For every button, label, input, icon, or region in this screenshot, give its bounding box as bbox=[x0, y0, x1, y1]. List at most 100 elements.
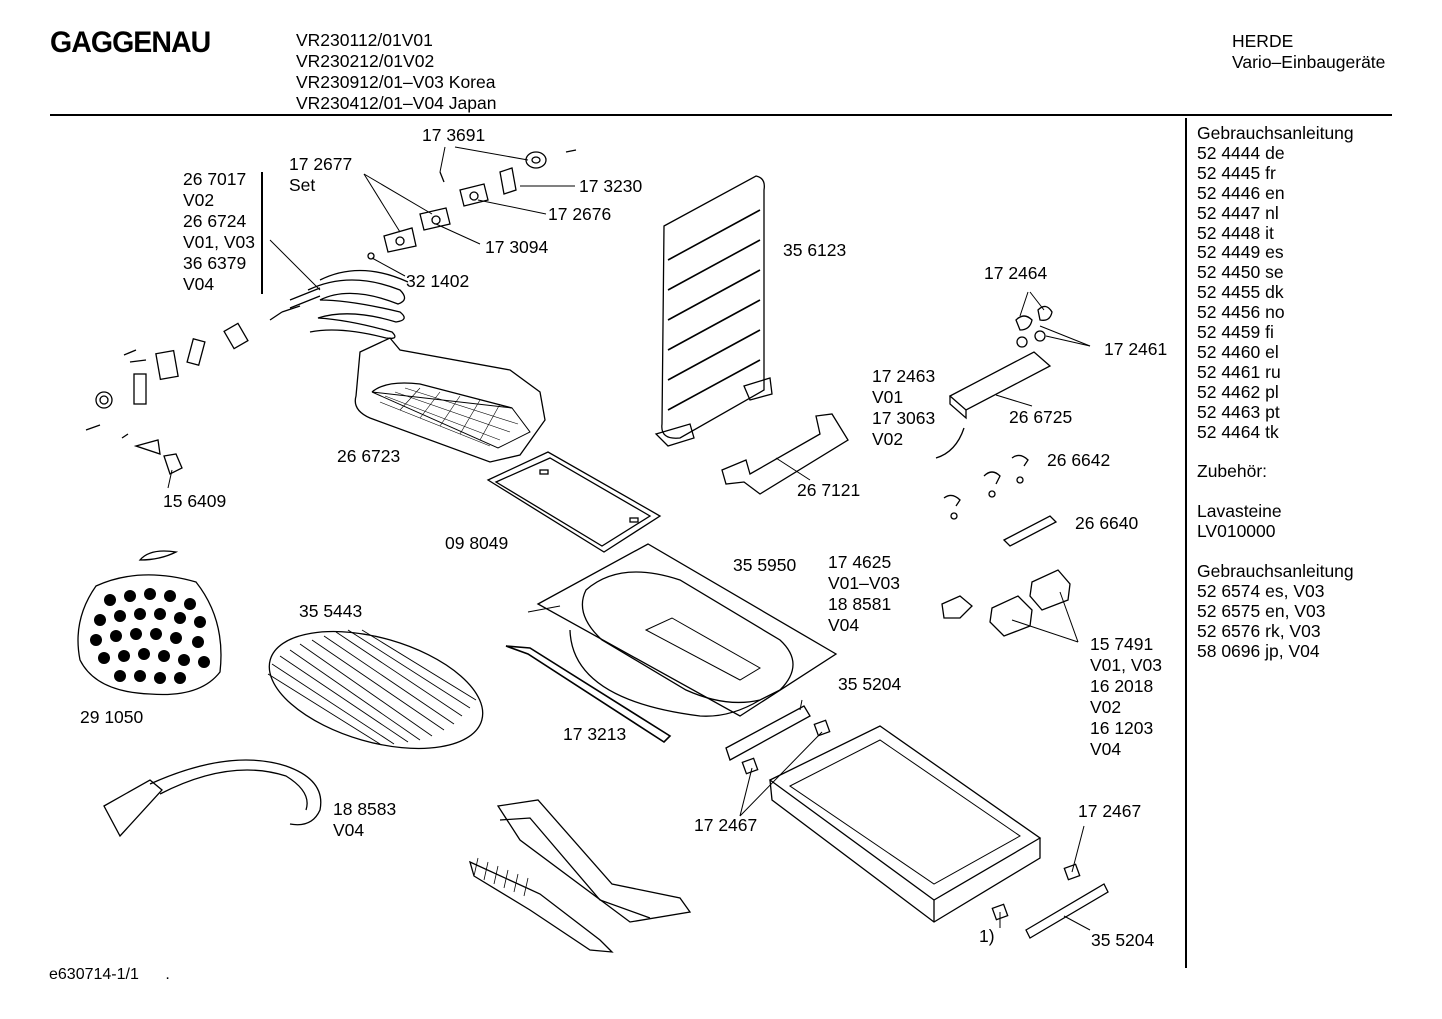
part-188581: 18 8581 bbox=[828, 594, 892, 614]
manual-list-item: 52 4450 se bbox=[1197, 262, 1284, 283]
oven-grate bbox=[654, 175, 773, 447]
variant-v04-relay: V04 bbox=[828, 615, 860, 635]
part-161203: 16 1203 bbox=[1090, 718, 1154, 738]
part-356123: 35 6123 bbox=[783, 240, 847, 260]
part-172677: 17 2677 bbox=[289, 154, 353, 174]
relay-units bbox=[941, 569, 1071, 637]
manual-list-item: Gebrauchsanleitung bbox=[1197, 123, 1354, 143]
manual-list-item: 52 4463 pt bbox=[1197, 401, 1280, 422]
part-266725: 26 6725 bbox=[1009, 407, 1073, 427]
manual-list-item: 52 4449 es bbox=[1197, 242, 1284, 263]
sensor-cable bbox=[935, 427, 965, 459]
part-267121: 26 7121 bbox=[797, 480, 861, 500]
part-173063: 17 3063 bbox=[872, 408, 936, 428]
manual-list-item: LV010000 bbox=[1197, 521, 1276, 542]
variant-v01-v03-range: V01–V03 bbox=[828, 573, 901, 593]
variant-v02-relay: V02 bbox=[1090, 697, 1122, 717]
part-172467-right: 17 2467 bbox=[1078, 801, 1142, 821]
manual-list-item: 52 6576 rk, V03 bbox=[1197, 620, 1321, 641]
tub bbox=[536, 543, 838, 717]
manual-list-item: 52 4456 no bbox=[1197, 302, 1285, 323]
manual-list-item: Zubehör: bbox=[1197, 461, 1268, 482]
footnote-marker: 1) bbox=[979, 926, 995, 946]
part-174625: 17 4625 bbox=[828, 552, 892, 572]
part-172461: 17 2461 bbox=[1104, 339, 1168, 359]
manual-list-item: 52 4455 dk bbox=[1197, 282, 1284, 303]
model-4: VR230412/01–V04 Japan bbox=[296, 93, 497, 113]
part-355950: 35 5950 bbox=[733, 555, 797, 575]
part-173230: 17 3230 bbox=[579, 176, 643, 196]
manual-list-item: 52 4462 pl bbox=[1197, 381, 1279, 402]
model-1: VR230112/01V01 bbox=[296, 30, 433, 50]
mount-bracket bbox=[721, 413, 849, 495]
manual-list-item: Gebrauchsanleitung bbox=[1197, 560, 1354, 581]
model-2: VR230212/01V02 bbox=[296, 51, 435, 71]
variant-v01: V01 bbox=[872, 387, 904, 407]
model-list: VR230112/01V01 VR230212/01V02 VR230912/0… bbox=[296, 30, 496, 114]
manual-list-item: Lavasteine bbox=[1197, 501, 1282, 522]
seal-strip bbox=[505, 645, 672, 744]
manual-list-item: 52 4447 nl bbox=[1197, 202, 1279, 223]
variant-v04: V04 bbox=[183, 274, 215, 294]
variant-v01-v03-relay: V01, V03 bbox=[1090, 655, 1162, 675]
control-panel bbox=[948, 305, 1053, 420]
manual-list-item: 52 4448 it bbox=[1197, 222, 1274, 243]
manual-list-item: 52 4444 de bbox=[1197, 142, 1285, 163]
fittings-left bbox=[85, 322, 249, 475]
category: HERDE Vario–Einbaugeräte bbox=[1232, 31, 1385, 73]
variant-v04-cable: V04 bbox=[333, 820, 365, 840]
model-3: VR230912/01–V03 Korea bbox=[296, 72, 496, 92]
clips bbox=[943, 454, 1058, 547]
category-title: HERDE bbox=[1232, 31, 1294, 51]
part-266640: 26 6640 bbox=[1075, 513, 1139, 533]
manual-list-item: 52 4445 fr bbox=[1197, 162, 1276, 183]
grill-plate bbox=[267, 629, 484, 750]
leader-lines bbox=[167, 146, 1091, 931]
manual-list-item: 58 0696 jp, V04 bbox=[1197, 640, 1320, 661]
part-355204-bottom: 35 5204 bbox=[1091, 930, 1155, 950]
heating-element bbox=[269, 269, 409, 340]
part-366379: 36 6379 bbox=[183, 253, 247, 273]
document-code: e630714-1/1 . bbox=[49, 966, 170, 984]
part-172467-left: 17 2467 bbox=[694, 815, 758, 835]
part-172464: 17 2464 bbox=[984, 263, 1048, 283]
header-divider bbox=[50, 114, 1392, 116]
rail-brackets bbox=[725, 705, 1109, 939]
part-156409: 15 6409 bbox=[163, 491, 227, 511]
document-code-text: e630714-1/1 bbox=[49, 966, 139, 983]
fittings-top bbox=[367, 149, 577, 260]
brush-and-tongs bbox=[468, 799, 692, 953]
gaggenau-logo: GAGGENAU bbox=[50, 26, 211, 59]
part-188583: 18 8583 bbox=[333, 799, 397, 819]
part-266642: 26 6642 bbox=[1047, 450, 1111, 470]
part-173213: 17 3213 bbox=[563, 724, 627, 744]
part-172463: 17 2463 bbox=[872, 366, 936, 386]
power-cable bbox=[103, 759, 322, 838]
variant-v02: V02 bbox=[183, 190, 215, 210]
basket bbox=[354, 337, 546, 463]
manual-list-item: 52 6575 en, V03 bbox=[1197, 600, 1326, 621]
part-266724: 26 6724 bbox=[183, 211, 247, 231]
manual-list-item: 52 6574 es, V03 bbox=[1197, 580, 1325, 601]
part-173094: 17 3094 bbox=[485, 237, 549, 257]
part-172676: 17 2676 bbox=[548, 204, 612, 224]
manual-list-item: 52 4459 fi bbox=[1197, 322, 1274, 343]
part-set-label: Set bbox=[289, 175, 316, 195]
part-157491: 15 7491 bbox=[1090, 634, 1154, 654]
part-267017: 26 7017 bbox=[183, 169, 247, 189]
manual-list-item: 52 4460 el bbox=[1197, 341, 1279, 362]
footer-dot: . bbox=[165, 966, 170, 983]
part-321402: 32 1402 bbox=[406, 271, 470, 291]
category-subtitle: Vario–Einbaugeräte bbox=[1232, 52, 1386, 72]
gasket bbox=[486, 451, 662, 553]
part-098049: 09 8049 bbox=[445, 533, 509, 553]
variant-v04-relay-2: V04 bbox=[1090, 739, 1122, 759]
housing-box bbox=[768, 725, 1042, 923]
part-291050: 29 1050 bbox=[80, 707, 144, 727]
variant-v02-sensor: V02 bbox=[872, 429, 904, 449]
part-355204-top: 35 5204 bbox=[838, 674, 902, 694]
lava-stone-bag bbox=[77, 550, 222, 696]
part-355443: 35 5443 bbox=[299, 601, 363, 621]
